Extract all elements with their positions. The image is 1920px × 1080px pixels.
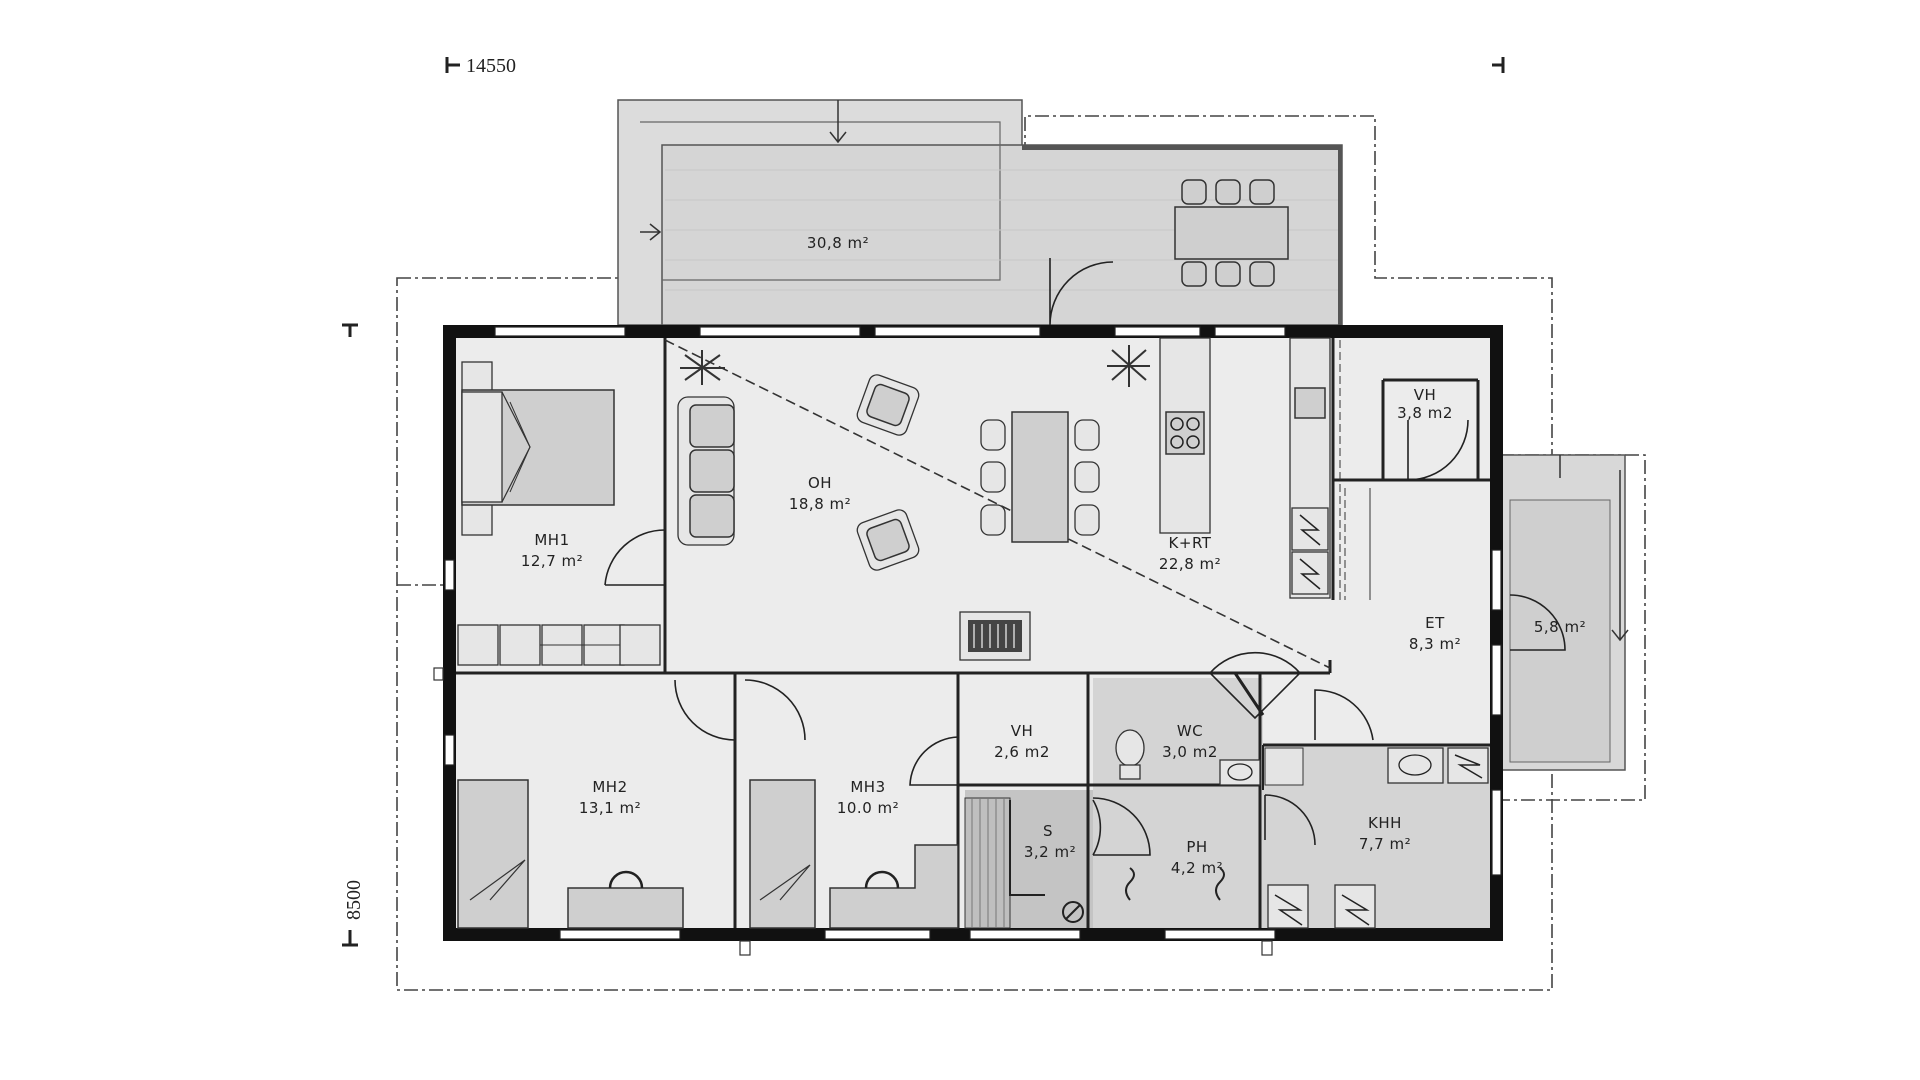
vh-top-door bbox=[1407, 419, 1469, 481]
width-dimension: 14550 bbox=[466, 55, 516, 77]
room-labels: MH1 12,7 m² OH 18,8 m² K+RT 22,8 m² VH 3… bbox=[521, 386, 1461, 877]
room-name-mh1: MH1 bbox=[534, 531, 569, 549]
room-area-khh: 7,7 m² bbox=[1359, 835, 1411, 853]
room-area-ph: 4,2 m² bbox=[1171, 859, 1223, 877]
room-name-vh-mid: VH bbox=[1011, 722, 1034, 740]
room-name-vh-top: VH bbox=[1414, 386, 1437, 404]
room-name-s: S bbox=[1043, 822, 1053, 840]
room-area-krt: 22,8 m² bbox=[1159, 555, 1221, 573]
side-terrace: 5,8 m² bbox=[1499, 454, 1629, 771]
main-terrace: 30,8 m² bbox=[617, 99, 1343, 326]
mh1-furniture bbox=[457, 361, 666, 666]
room-name-khh: KHH bbox=[1368, 814, 1402, 832]
room-area-vh-mid: 2,6 m2 bbox=[994, 743, 1050, 761]
depth-dimension: 8500 bbox=[343, 880, 365, 920]
room-name-mh2: MH2 bbox=[592, 778, 627, 796]
room-area-vh-top: 3,8 m2 bbox=[1397, 404, 1453, 422]
room-name-wc: WC bbox=[1177, 722, 1203, 740]
room-area-wc: 3,0 m2 bbox=[1162, 743, 1218, 761]
terrace-area-label: 30,8 m² bbox=[807, 234, 869, 252]
bedroom-furniture bbox=[457, 679, 959, 929]
room-name-oh: OH bbox=[808, 474, 832, 492]
room-name-mh3: MH3 bbox=[850, 778, 885, 796]
room-area-mh2: 13,1 m² bbox=[579, 799, 641, 817]
room-name-et: ET bbox=[1425, 614, 1445, 632]
plant-icon bbox=[1107, 345, 1150, 387]
room-area-mh1: 12,7 m² bbox=[521, 552, 583, 570]
ceiling-slope-line bbox=[664, 339, 1331, 669]
oh-furniture bbox=[677, 345, 1150, 661]
room-area-s: 3,2 m² bbox=[1024, 843, 1076, 861]
room-area-mh3: 10.0 m² bbox=[837, 799, 899, 817]
room-area-et: 8,3 m² bbox=[1409, 635, 1461, 653]
room-area-oh: 18,8 m² bbox=[789, 495, 851, 513]
room-name-krt: K+RT bbox=[1169, 534, 1212, 552]
plant-icon bbox=[680, 350, 725, 385]
sauna bbox=[964, 797, 1151, 929]
room-name-ph: PH bbox=[1186, 838, 1207, 856]
windows bbox=[444, 326, 1502, 940]
wet-room-fixtures bbox=[1115, 729, 1489, 929]
et-furniture bbox=[1208, 488, 1374, 741]
dimension-markers: 14550 8500 bbox=[342, 55, 1505, 947]
terrace-dining-set bbox=[1174, 179, 1289, 287]
side-terrace-area-label: 5,8 m² bbox=[1534, 618, 1586, 636]
kitchen-furniture bbox=[980, 337, 1341, 600]
wall-stubs bbox=[433, 667, 1273, 956]
